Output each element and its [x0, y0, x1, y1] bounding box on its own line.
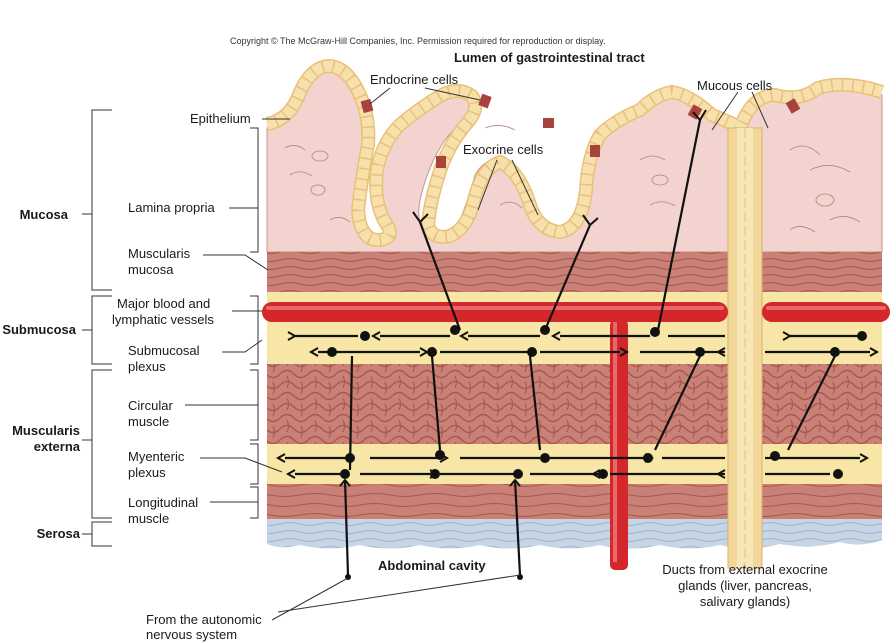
mucous-cells-label: Mucous cells — [697, 78, 773, 93]
layer-brackets — [82, 109, 259, 547]
submucosal-plexus-label-1: Submucosal — [128, 343, 200, 358]
exocrine-duct — [727, 127, 763, 569]
epithelium-cells — [265, 59, 885, 247]
serosa-label: Serosa — [36, 526, 80, 541]
enteric-neurons — [285, 119, 870, 576]
copyright-notice: Copyright © The McGraw-Hill Companies, I… — [230, 36, 606, 46]
lamina-propria-texture — [284, 125, 861, 233]
mucosa-label: Mucosa — [19, 207, 68, 222]
exocrine-cells-label: Exocrine cells — [463, 142, 544, 157]
abdominal-cavity-label: Abdominal cavity — [378, 558, 486, 573]
circular-muscle-label-2: muscle — [128, 414, 170, 429]
longitudinal-muscle-label-2: muscle — [128, 511, 170, 526]
myenteric-plexus-label-1: Myenteric — [128, 449, 185, 464]
muscularis-externa-label-2: externa — [33, 439, 80, 454]
myenteric-plexus-label-2: plexus — [128, 465, 166, 480]
endocrine-cells-label: Endocrine cells — [370, 72, 459, 87]
ducts-label-3: salivary glands) — [699, 594, 791, 609]
longitudinal-muscle-label-1: Longitudinal — [128, 495, 199, 510]
neuron-cell-bodies — [327, 325, 867, 580]
nerve-terminal-forks — [275, 109, 880, 487]
lumen-label: Lumen of gastrointestinal tract — [454, 50, 645, 65]
muscularis-externa-label-1: Muscularis — [12, 423, 80, 438]
lamina-propria-label: Lamina propria — [128, 200, 215, 215]
muscularis-mucosa-label-2: mucosa — [128, 262, 174, 277]
myenteric-plexus-layer — [267, 444, 882, 484]
muscularis-mucosa-layer — [267, 252, 882, 292]
autonomic-label-1: From the autonomic — [146, 612, 262, 627]
ducts-label-2: glands (liver, pancreas, — [678, 578, 812, 593]
blood-vessels-label-1: Major blood and — [117, 296, 211, 311]
autonomic-label-2: nervous system — [146, 627, 238, 642]
submucosal-plexus-label-2: plexus — [128, 359, 166, 374]
longitudinal-muscle-layer — [267, 484, 882, 519]
blood-vessels-label-2: lymphatic vessels — [112, 312, 214, 327]
muscularis-mucosa-label-1: Muscularis — [128, 246, 191, 261]
major-blood-vessels — [262, 302, 890, 570]
serosa-layer — [267, 519, 882, 549]
leader-lines — [185, 87, 769, 621]
circular-muscle-label-1: Circular — [128, 398, 173, 413]
endocrine-cell-markers — [360, 93, 801, 168]
circular-muscle-layer — [267, 364, 882, 444]
submucosa-label: Submucosa — [2, 322, 76, 337]
epithelium-label: Epithelium — [190, 111, 251, 126]
ducts-label-1: Ducts from external exocrine — [662, 562, 828, 577]
